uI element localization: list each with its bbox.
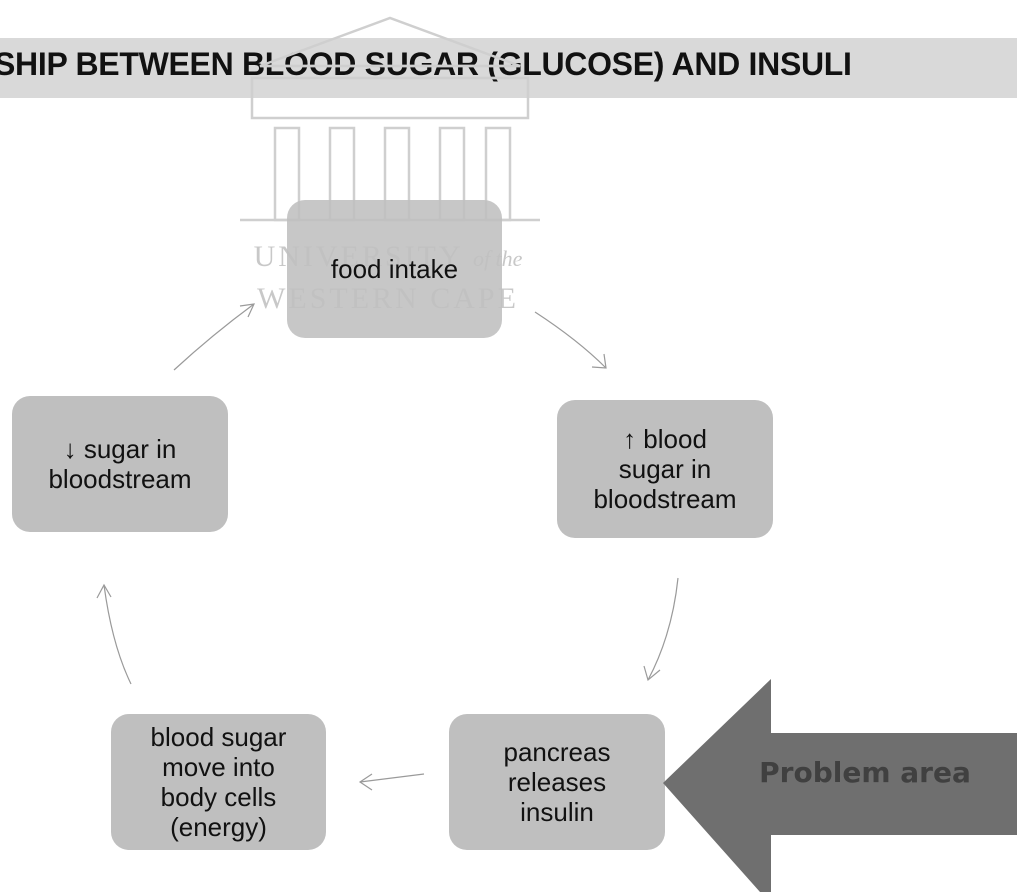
arrow-high-sugar-to-pancreas <box>647 577 679 681</box>
arrow-pancreas-to-cells-head <box>358 773 373 791</box>
node-high-blood-sugar-label: ↑ blood sugar in bloodstream <box>593 423 737 515</box>
node-pancreas-releases-insulin: pancreas releases insulin <box>449 714 665 850</box>
arrow-food-to-high-sugar <box>534 311 607 369</box>
node-low-blood-sugar-label: ↓ sugar in bloodstream <box>48 433 192 494</box>
arrow-pancreas-to-cells <box>359 773 425 783</box>
node-sugar-into-cells-label: blood sugar move into body cells (energy… <box>150 721 287 843</box>
node-food-intake-label: food intake <box>330 253 459 284</box>
arrow-low-sugar-to-food-head <box>239 303 256 318</box>
node-low-blood-sugar: ↓ sugar in bloodstream <box>12 396 228 532</box>
node-food-intake: food intake <box>287 200 502 338</box>
arrow-low-sugar-to-food <box>173 303 255 371</box>
node-sugar-into-cells: blood sugar move into body cells (energy… <box>111 714 326 850</box>
problem-area-arrow <box>663 679 1017 892</box>
arrow-cells-to-low-sugar <box>103 584 132 685</box>
arrow-food-to-high-sugar-head <box>591 353 607 369</box>
arrow-high-sugar-to-pancreas-head <box>643 665 661 682</box>
arrow-cells-to-low-sugar-head <box>96 583 112 599</box>
node-high-blood-sugar: ↑ blood sugar in bloodstream <box>557 400 773 538</box>
node-pancreas-label: pancreas releases insulin <box>503 736 611 828</box>
page-title: SHIP BETWEEN BLOOD SUGAR (GLUCOSE) AND I… <box>0 46 852 82</box>
title-band <box>0 38 1017 98</box>
problem-area-label: Problem area <box>759 756 971 789</box>
